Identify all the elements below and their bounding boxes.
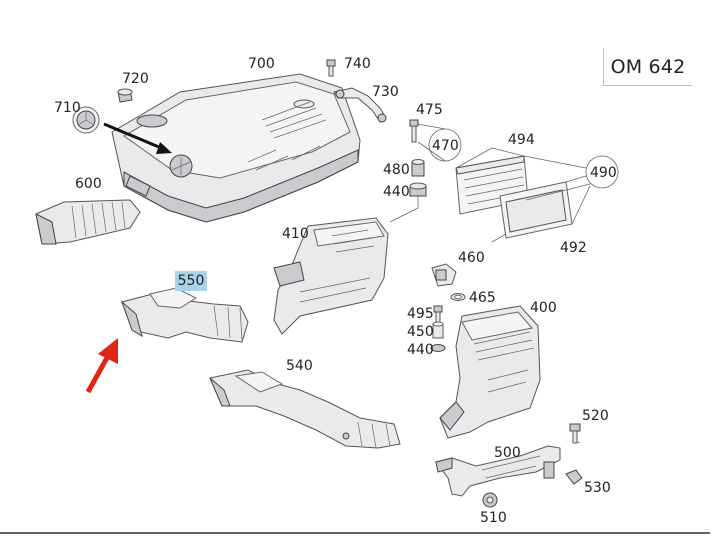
grommet-720 xyxy=(117,88,133,103)
engine-cover-700 xyxy=(111,73,361,223)
label-440-lower: 440 xyxy=(407,342,434,358)
star-emblem-710 xyxy=(72,106,100,134)
label-470: 470 xyxy=(432,138,459,154)
filter-element-492 xyxy=(499,181,573,239)
label-400: 400 xyxy=(530,300,557,316)
seal-ring-465 xyxy=(450,293,466,301)
label-440-upper: 440 xyxy=(383,184,410,200)
label-465: 465 xyxy=(469,290,496,306)
label-480: 480 xyxy=(383,162,410,178)
label-510: 510 xyxy=(480,510,507,526)
bolt-495 xyxy=(433,305,443,323)
label-740: 740 xyxy=(344,56,371,72)
callout-circle-490 xyxy=(585,155,619,189)
mounting-bracket-500 xyxy=(435,445,561,497)
label-730: 730 xyxy=(372,84,399,100)
label-495: 495 xyxy=(407,306,434,322)
bolt-520 xyxy=(569,423,581,444)
engine-code-label: OM 642 xyxy=(603,48,692,86)
label-520: 520 xyxy=(582,408,609,424)
label-710: 710 xyxy=(54,100,81,116)
label-492: 492 xyxy=(560,240,587,256)
nut-530 xyxy=(565,469,583,485)
label-460: 460 xyxy=(458,250,485,266)
bracket-730 xyxy=(333,87,387,123)
highlighted-part-label-550: 550 xyxy=(175,271,207,291)
label-540: 540 xyxy=(286,358,313,374)
grommet-510 xyxy=(482,492,498,508)
mount-440-upper xyxy=(409,182,427,197)
label-700: 700 xyxy=(248,56,275,72)
spacer-450 xyxy=(432,321,444,339)
label-494: 494 xyxy=(508,132,535,148)
bottom-divider xyxy=(0,532,710,534)
label-450: 450 xyxy=(407,324,434,340)
sensor-460 xyxy=(431,263,457,287)
intake-tube-540 xyxy=(209,369,401,449)
intake-tube-550 xyxy=(120,287,249,343)
label-410: 410 xyxy=(282,226,309,242)
label-490: 490 xyxy=(590,165,617,181)
ring-440-lower xyxy=(430,344,446,352)
airbox-lower-400 xyxy=(439,305,541,439)
bolt-740 xyxy=(326,59,336,77)
red-pointer-arrow xyxy=(85,338,118,394)
label-600: 600 xyxy=(75,176,102,192)
label-500: 500 xyxy=(494,445,521,461)
label-720: 720 xyxy=(122,71,149,87)
bolt-475 xyxy=(409,119,419,143)
intake-duct-600 xyxy=(35,199,141,245)
label-530: 530 xyxy=(584,480,611,496)
label-475: 475 xyxy=(416,102,443,118)
airbox-upper-410 xyxy=(273,217,389,335)
mount-480 xyxy=(411,159,425,177)
